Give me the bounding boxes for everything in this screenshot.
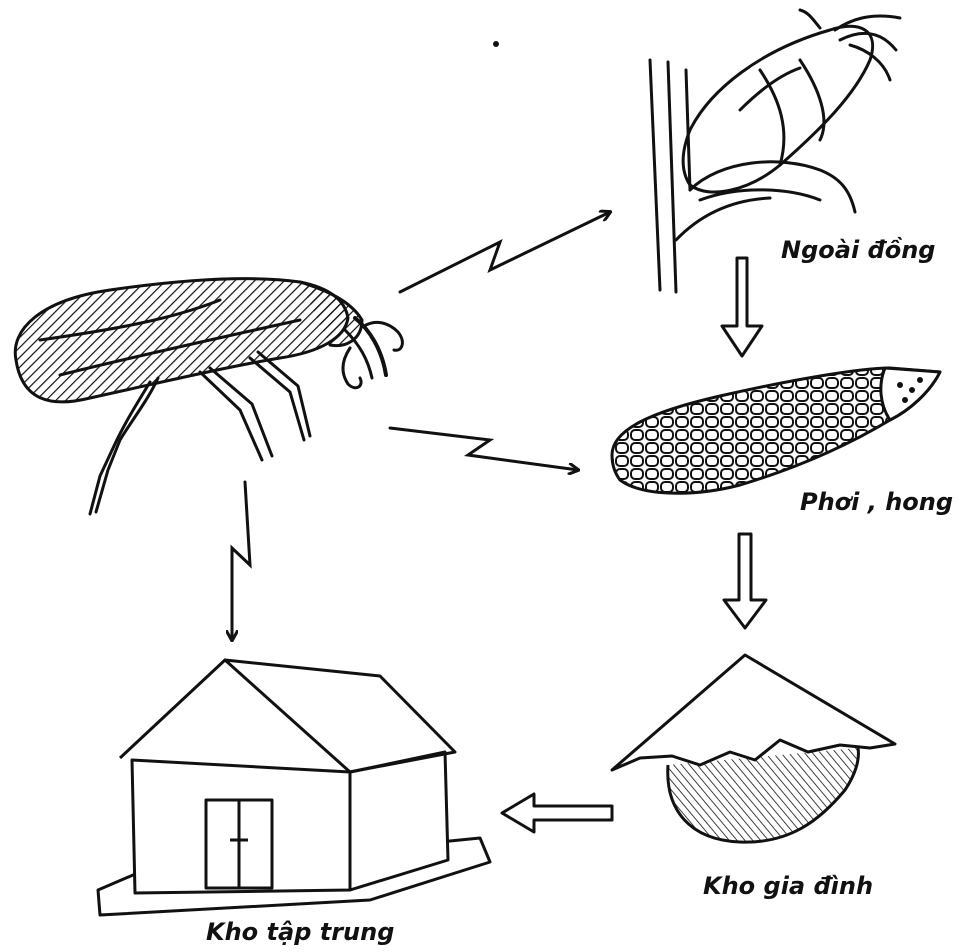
granary-basket-icon	[612, 655, 895, 842]
corn-cob-icon	[612, 368, 940, 493]
arrow-family-to-warehouse	[502, 794, 612, 832]
arrow-pest-to-warehouse	[232, 482, 250, 640]
arrow-pest-to-drying	[390, 428, 578, 470]
ink-speck	[493, 41, 499, 47]
label-field: Ngoài đồng	[781, 236, 935, 264]
label-central-store: Kho tập trung	[206, 918, 394, 946]
warehouse-icon	[98, 660, 490, 915]
arrow-drying-to-family-store	[724, 534, 766, 628]
arrow-field-to-drying	[722, 258, 762, 356]
arrow-pest-to-field	[400, 212, 610, 292]
label-drying: Phơi , hong	[800, 488, 953, 516]
label-family-store: Kho gia đình	[703, 872, 873, 900]
weevil-icon	[15, 279, 402, 514]
